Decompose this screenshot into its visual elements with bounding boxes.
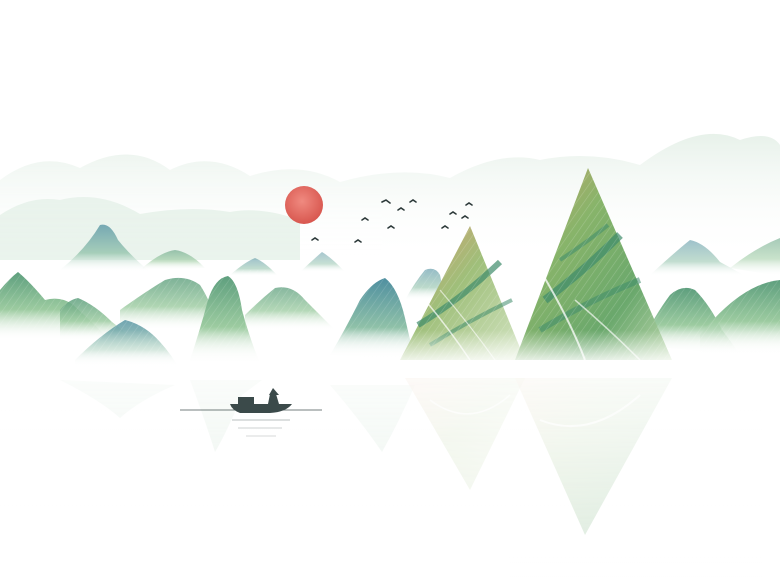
zongzi-small — [400, 226, 525, 361]
bird — [409, 199, 417, 203]
bird — [441, 225, 449, 229]
bird — [449, 211, 457, 215]
water-reflection — [0, 375, 780, 585]
boat-with-fisherman — [180, 388, 322, 437]
zongzi-large — [515, 168, 672, 361]
bird — [397, 207, 405, 211]
mid-mountains — [60, 224, 780, 276]
bird — [381, 199, 391, 204]
flock-of-birds — [311, 199, 473, 243]
bird — [465, 202, 473, 206]
bird — [354, 239, 362, 243]
zongzi-mountains — [400, 168, 672, 361]
bird — [387, 225, 395, 229]
bird — [361, 217, 369, 221]
bird — [461, 215, 469, 219]
sun — [285, 186, 323, 224]
bird — [311, 237, 319, 241]
